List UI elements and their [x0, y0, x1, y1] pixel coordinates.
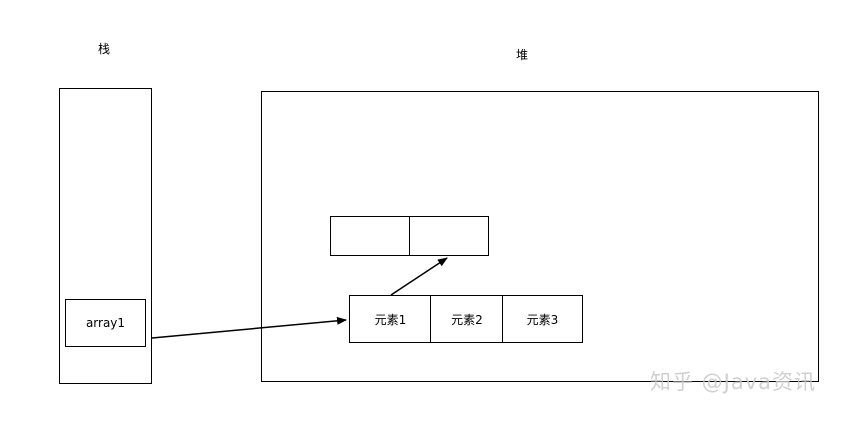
object-cell-1 [330, 216, 411, 256]
stack-region [59, 88, 152, 384]
heap-title: 堆 [516, 48, 529, 62]
array-cell-1-label: 元素1 [374, 312, 407, 327]
object-cell-2 [409, 216, 489, 256]
stack-variable-cell: array1 [65, 299, 146, 347]
array-cell-2-label: 元素2 [451, 312, 483, 327]
stack-variable-label: array1 [85, 316, 126, 330]
stack-title: 栈 [98, 42, 111, 56]
stack-to-array-arrow [151, 316, 347, 339]
array-cell-3-label: 元素3 [526, 312, 559, 327]
heap-region [261, 91, 819, 382]
array-cell-3: 元素3 [502, 295, 583, 343]
watermark: 知乎 @Java资讯 [650, 370, 817, 394]
array-cell-1: 元素1 [349, 295, 432, 343]
array-to-object-arrow [390, 257, 448, 296]
